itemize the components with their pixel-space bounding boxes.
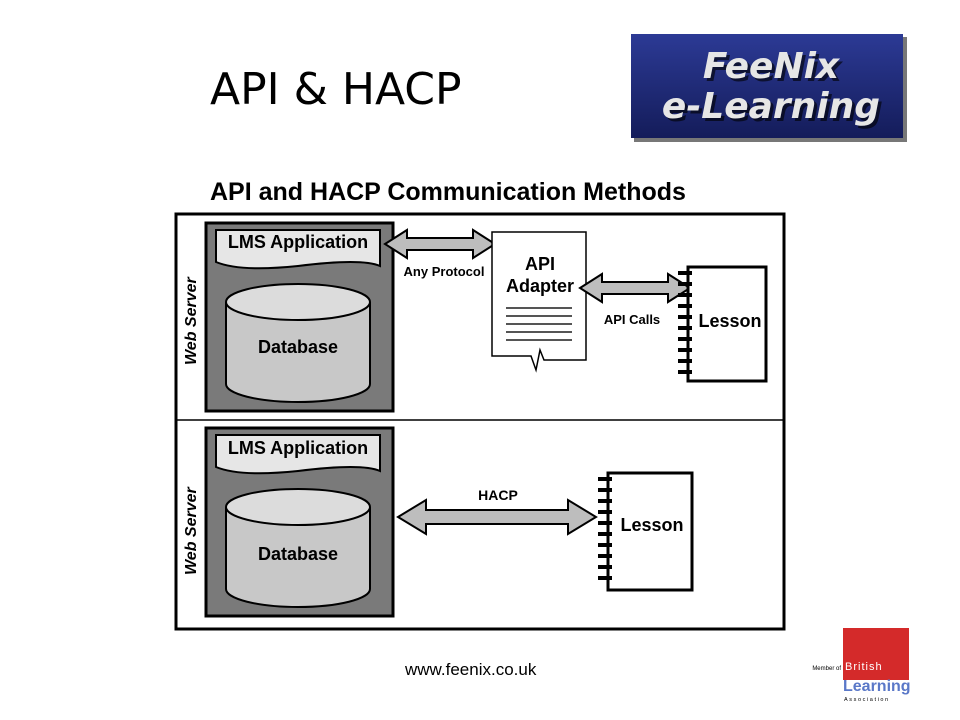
top-app-label: LMS Application (228, 232, 368, 252)
logo-line1-front: FeeNix (703, 46, 841, 87)
bottom-db-cylinder (225, 507, 371, 608)
api-adapter-line1: API (525, 254, 555, 274)
api-calls-label: API Calls (604, 312, 660, 327)
bottom-lesson-label: Lesson (620, 515, 683, 535)
top-db-top (225, 283, 371, 321)
diagram-title: API and HACP Communication Methods (210, 178, 686, 206)
top-protocol-label: Any Protocol (404, 264, 485, 279)
communication-diagram: API and HACP Communication Methods Web S… (174, 178, 786, 631)
bottom-db-label: Database (258, 544, 338, 564)
bla-british: British (845, 661, 883, 673)
top-app-banner (215, 229, 381, 270)
bottom-lesson-notebook (606, 471, 694, 592)
hacp-label: HACP (478, 487, 518, 503)
bla-association: Association (844, 697, 890, 703)
bla-member: Member of (812, 666, 841, 672)
bottom-app-banner (215, 434, 381, 475)
footer-url[interactable]: www.feenix.co.uk (405, 660, 537, 679)
bla-red-block (843, 628, 909, 680)
top-server-label: Web Server (183, 276, 200, 365)
bla-logo: Member of British Learning Association (812, 628, 911, 703)
top-lesson-notebook (686, 265, 768, 383)
bottom-db-top (225, 488, 371, 526)
api-adapter-line2: Adapter (506, 276, 574, 296)
bla-learning: Learning (843, 678, 911, 695)
top-lesson-label: Lesson (698, 311, 761, 331)
top-db-label: Database (258, 337, 338, 357)
logo-line1: FeeNix (706, 49, 844, 90)
slide-title: API & HACP (210, 64, 462, 115)
feenix-logo: FeeNix FeeNix e-Learning e-Learning (631, 34, 907, 142)
hacp-arrow (396, 498, 598, 536)
top-panel: Web Server LMS Application Database Any … (183, 221, 768, 413)
bottom-server-label: Web Server (183, 486, 200, 575)
bottom-app-label: LMS Application (228, 438, 368, 458)
logo-line2: e-Learning (662, 86, 880, 127)
api-adapter-doc (491, 231, 587, 373)
bottom-panel: Web Server LMS Application Database HACP… (183, 426, 694, 618)
top-db-cylinder (225, 302, 371, 403)
logo-line2-shadow: e-Learning (665, 89, 883, 130)
